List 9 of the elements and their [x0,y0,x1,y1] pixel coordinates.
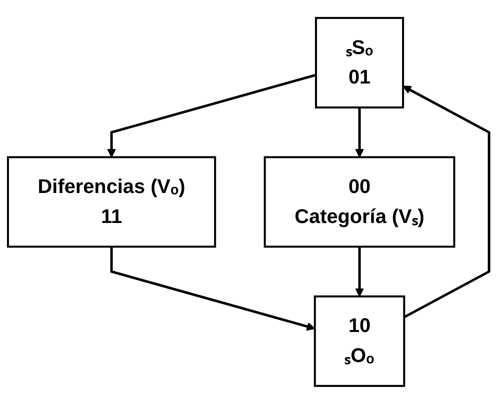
arrow [107,73,316,158]
node-box: 10 ₛOₒ [314,294,406,386]
arrow [110,246,316,330]
arrow [402,85,490,318]
arrow [355,246,364,296]
node-box: 00 Categoría (Vₛ) [264,156,456,248]
node-box: ₛSₒ 01 [315,16,404,108]
arrow [355,107,364,158]
node-box: Diferencias (Vₒ) 11 [6,156,216,248]
